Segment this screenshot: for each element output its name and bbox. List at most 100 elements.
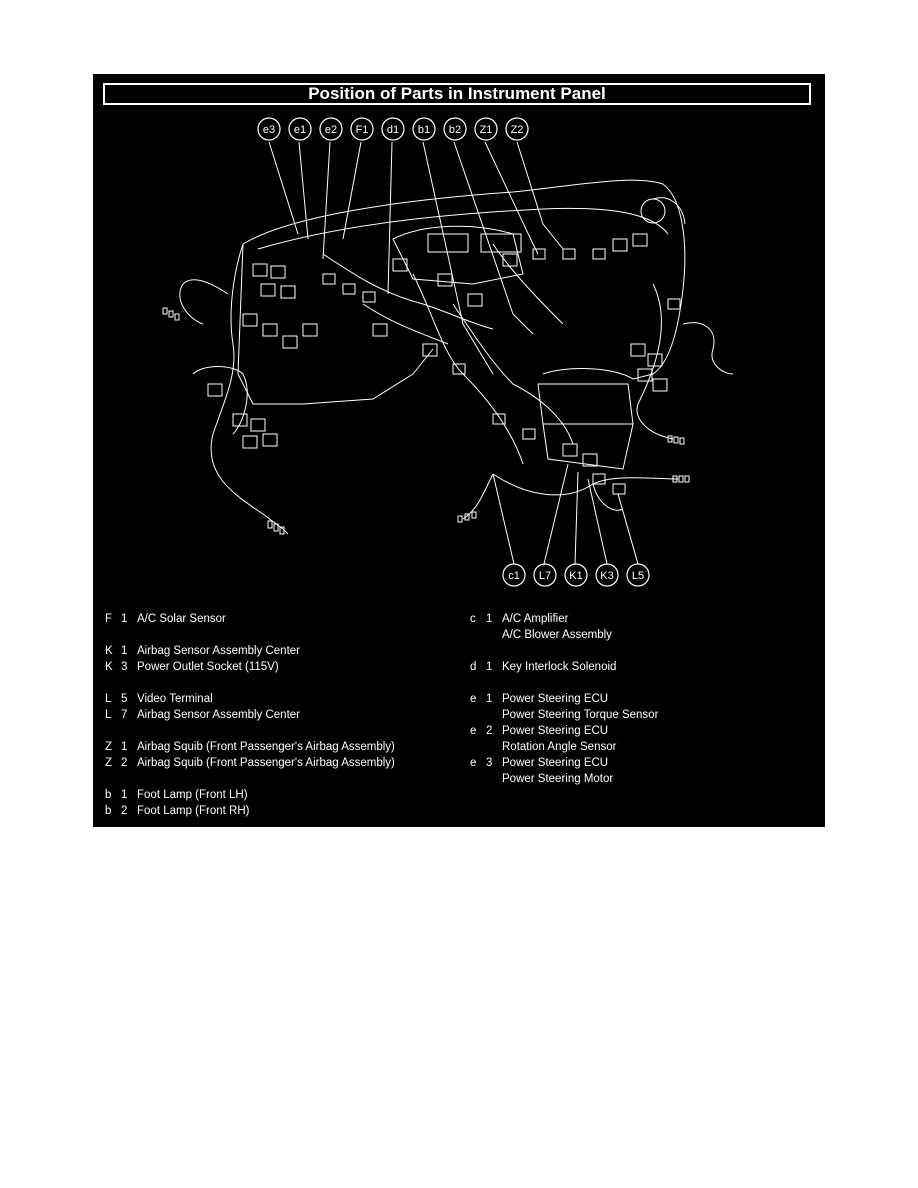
top-callout-e1: e1 [288,117,312,141]
legend-number: 2 [486,725,493,737]
legend-text: Rotation Angle Sensor [502,741,617,753]
callout-label: b1 [418,124,430,136]
callout-label: d1 [387,124,399,136]
legend-text: Foot Lamp (Front LH) [137,789,248,801]
top-callout-d1: d1 [381,117,405,141]
legend-number: 1 [486,613,493,625]
bottom-callout-L7: L7 [533,563,557,587]
callout-label: c1 [508,570,520,582]
legend-letter: b [105,789,112,801]
legend-letter: L [105,693,112,705]
callout-label: L7 [539,570,551,582]
callout-label: e1 [294,124,306,136]
callout-circle [502,563,526,587]
bottom-callout-K3: K3 [595,563,619,587]
legend-letter: c [470,613,476,625]
callout-circle [626,563,650,587]
diagram-panel: Position of Parts in Instrument Panel [93,74,825,827]
legend-text: Airbag Sensor Assembly Center [137,709,300,721]
legend-number: 3 [486,757,493,769]
legend-letter: F [105,613,113,625]
legend-number: 1 [121,789,128,801]
legend-number: 2 [121,757,128,769]
callout-circle [533,563,557,587]
legend-number: 1 [486,661,493,673]
top-callout-e3: e3 [257,117,281,141]
legend-text: A/C Amplifier [502,613,569,625]
instrument-panel-diagram: e3 e1 e2 F1 d1 b1 b2 Z1 Z2 c1 L7 K1 K3 L5 [162,117,734,587]
legend-letter: e [470,725,477,737]
callout-label: b2 [449,124,461,136]
legend-text: A/C Blower Assembly [502,629,612,641]
callout-circle [505,117,529,141]
legend-text: Foot Lamp (Front RH) [137,805,250,817]
callout-label: K1 [569,570,582,582]
right-connector-cluster [630,298,681,392]
callout-label: e3 [263,124,275,136]
legend-letter: b [105,805,112,817]
callout-circle [319,117,343,141]
legend-letter: e [470,693,477,705]
callout-label: Z2 [511,124,524,136]
left-connector-cluster [207,263,376,449]
callout-label: Z1 [480,124,493,136]
callout-label: e2 [325,124,337,136]
dashboard-drawing [162,141,734,565]
callout-circle [412,117,436,141]
legend-text: Power Steering ECU [502,693,609,705]
legend-number: 1 [121,645,128,657]
top-callout-Z1: Z1 [474,117,498,141]
legend-number: 1 [486,693,493,705]
top-callout-b2: b2 [443,117,467,141]
legend-number: 2 [121,805,128,817]
bottom-callouts: c1 L7 K1 K3 L5 [502,563,650,587]
legend-text: Key Interlock Solenoid [502,661,617,673]
bottom-callout-L5: L5 [626,563,650,587]
legend-text: Power Steering ECU [502,757,609,769]
legend-letter: L [105,709,112,721]
callout-circle [257,117,281,141]
callout-circle [381,117,405,141]
page-title: Position of Parts in Instrument Panel [308,84,606,103]
legend-letter: d [470,661,477,673]
legend-number: 5 [121,693,128,705]
legend-text: Airbag Squib (Front Passenger's Airbag A… [137,757,395,769]
middle-connector-cluster [372,233,648,495]
legend-letter: e [470,757,477,769]
callout-circle [350,117,374,141]
legend-text: Video Terminal [137,693,213,705]
legend-text: A/C Solar Sensor [137,613,226,625]
top-callout-e2: e2 [319,117,343,141]
legend-letter: Z [105,741,113,753]
bottom-callout-c1: c1 [502,563,526,587]
legend-text: Power Outlet Socket (115V) [137,661,279,673]
bottom-callout-K1: K1 [564,563,588,587]
callout-label: F1 [356,124,369,136]
title-box: Position of Parts in Instrument Panel [103,83,811,105]
callout-circle [288,117,312,141]
legend-number: 3 [121,661,128,673]
callout-circle [443,117,467,141]
callout-circle [595,563,619,587]
legend-text: Airbag Sensor Assembly Center [137,645,300,657]
callout-label: K3 [600,570,613,582]
legend-text: Power Steering Motor [502,773,614,785]
legend-text: Power Steering Torque Sensor [502,709,659,721]
legend-number: 7 [121,709,128,721]
callout-circle [564,563,588,587]
top-callout-Z2: Z2 [505,117,529,141]
top-callout-F1: F1 [350,117,374,141]
legend-letter: K [105,661,113,673]
legend-number: 1 [121,613,128,625]
legend-number: 1 [121,741,128,753]
callout-label: L5 [632,570,644,582]
legend-letter: Z [105,757,113,769]
legend-text: Power Steering ECU [502,725,609,737]
top-callout-b1: b1 [412,117,436,141]
legend-letter: K [105,645,113,657]
top-callouts: e3 e1 e2 F1 d1 b1 b2 Z1 Z2 [257,117,529,141]
callout-circle [474,117,498,141]
legend-text: Airbag Squib (Front Passenger's Airbag A… [137,741,395,753]
